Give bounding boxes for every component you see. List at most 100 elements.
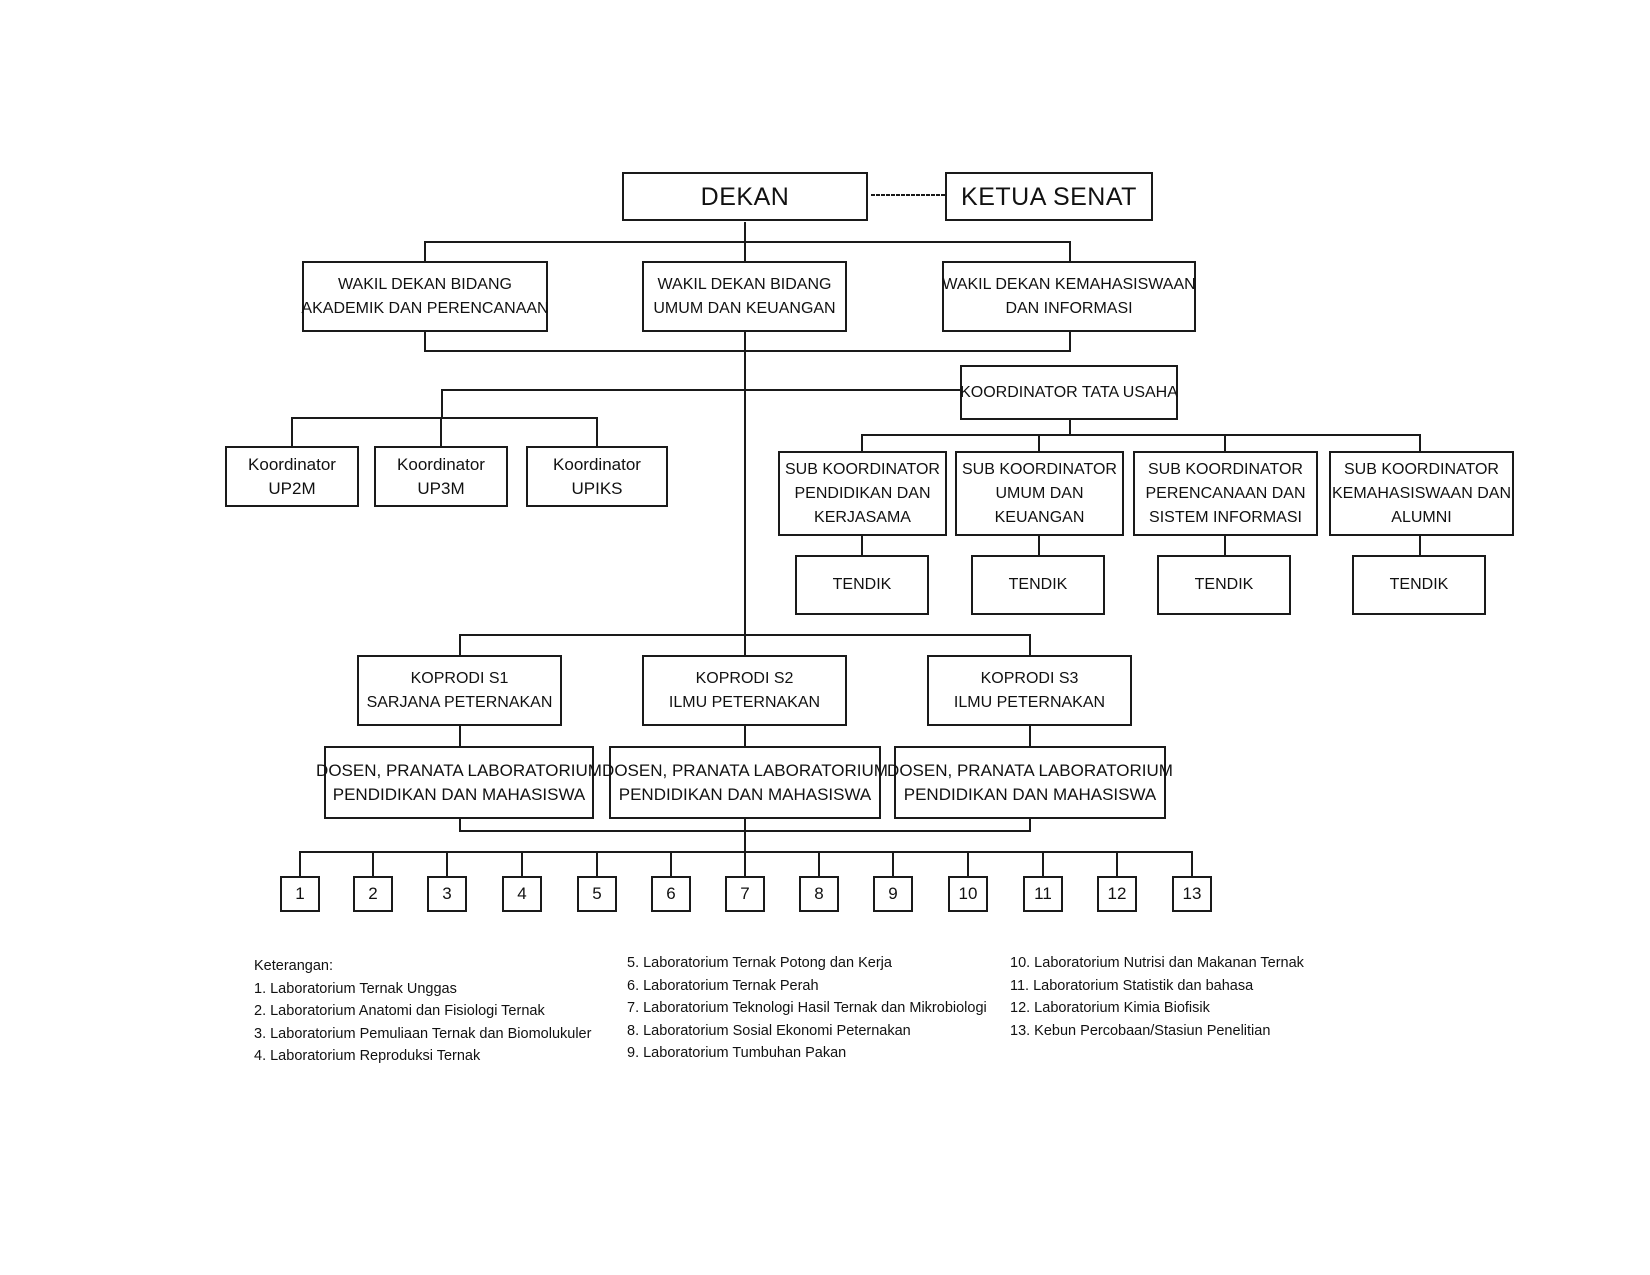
lab-box-8: 8	[799, 876, 839, 912]
sub-koordinator-line: PERENCANAAN DAN	[1145, 484, 1306, 502]
lab-box-4: 4	[502, 876, 542, 912]
koordinator-upiks-box: Koordinator UPIKS	[526, 446, 668, 507]
lab-number: 2	[368, 884, 378, 903]
koordinator-unit-line: Koordinator	[248, 454, 336, 474]
legend-item: 4. Laboratorium Reproduksi Ternak	[254, 1048, 481, 1064]
koordinator-tata-usaha-label: KOORDINATOR TATA USAHA	[960, 383, 1178, 401]
legend-item: 3. Laboratorium Pemuliaan Ternak dan Bio…	[254, 1025, 592, 1042]
legend-item: 13. Kebun Percobaan/Stasiun Penelitian	[1010, 1022, 1271, 1039]
sub-koordinator-kemahasiswaan-box: SUB KOORDINATOR KEMAHASISWAAN DAN ALUMNI	[1329, 451, 1514, 536]
koprodi-s3-box: KOPRODI S3 ILMU PETERNAKAN	[927, 655, 1132, 726]
koordinator-unit-line: Koordinator	[397, 454, 485, 474]
dekan-box: DEKAN	[622, 172, 868, 221]
koprodi-line: KOPRODI S3	[980, 669, 1079, 687]
tendik-label: TENDIK	[1194, 576, 1254, 593]
wakil-dekan-line: UMUM DAN KEUANGAN	[653, 299, 836, 317]
tendik-box-4: TENDIK	[1352, 555, 1486, 615]
ketua-senat-label: KETUA SENAT	[961, 182, 1137, 211]
lab-box-13: 13	[1172, 876, 1212, 912]
lab-box-9: 9	[873, 876, 913, 912]
dosen-line: DOSEN, PRANATA LABORATORIUM	[887, 760, 1173, 780]
legend-column-3: 10. Laboratorium Nutrisi dan Makanan Ter…	[1010, 952, 1304, 1042]
lab-box-2: 2	[353, 876, 393, 912]
lab-box-1: 1	[280, 876, 320, 912]
lab-number: 10	[958, 884, 978, 903]
legend-item: 5. Laboratorium Ternak Potong dan Kerja	[627, 955, 892, 971]
lab-number: 7	[740, 884, 750, 903]
koprodi-line: ILMU PETERNAKAN	[953, 693, 1106, 711]
dosen-s2-box: DOSEN, PRANATA LABORATORIUM PENDIDIKAN D…	[602, 746, 888, 819]
legend-item: 11. Laboratorium Statistik dan bahasa	[1010, 977, 1254, 994]
dosen-line: PENDIDIKAN DAN MAHASISWA	[332, 784, 586, 804]
dekan-label: DEKAN	[700, 182, 790, 211]
koprodi-s2-box: KOPRODI S2 ILMU PETERNAKAN	[642, 655, 847, 726]
lab-number: 12	[1107, 884, 1127, 903]
lab-number: 1	[295, 884, 305, 903]
lab-box-10: 10	[948, 876, 988, 912]
ketua-senat-box: KETUA SENAT	[945, 172, 1153, 221]
sub-koordinator-line: PENDIDIKAN DAN	[794, 484, 931, 502]
sub-koordinator-line: SUB KOORDINATOR	[962, 460, 1117, 478]
legend-column-2: 5. Laboratorium Ternak Potong dan Kerja …	[627, 952, 987, 1065]
dosen-line: PENDIDIKAN DAN MAHASISWA	[618, 784, 872, 804]
tendik-label: TENDIK	[832, 576, 892, 593]
koordinator-unit-line: Koordinator	[553, 454, 641, 474]
dosen-line: PENDIDIKAN DAN MAHASISWA	[903, 784, 1157, 804]
koordinator-up2m-box: Koordinator UP2M	[225, 446, 359, 507]
legend-title: Keterangan:	[254, 958, 334, 974]
legend-item: 1. Laboratorium Ternak Unggas	[254, 980, 457, 997]
legend-item: 7. Laboratorium Teknologi Hasil Ternak d…	[627, 1000, 987, 1016]
sub-koordinator-line: KEMAHASISWAAN DAN	[1332, 484, 1511, 502]
lab-number: 3	[442, 884, 452, 903]
tendik-label: TENDIK	[1008, 576, 1068, 593]
legend-item: 2. Laboratorium Anatomi dan Fisiologi Te…	[254, 1003, 545, 1019]
tendik-box-3: TENDIK	[1157, 555, 1291, 615]
dosen-line: DOSEN, PRANATA LABORATORIUM	[316, 760, 602, 780]
lab-number: 6	[666, 884, 676, 903]
koprodi-line: KOPRODI S2	[695, 669, 794, 687]
lab-number: 4	[517, 884, 527, 903]
wakil-dekan-line: DAN INFORMASI	[1005, 299, 1133, 317]
koprodi-line: ILMU PETERNAKAN	[668, 693, 821, 711]
lab-box-11: 11	[1023, 876, 1063, 912]
koordinator-unit-line: UP2M	[268, 478, 316, 498]
lab-number: 5	[592, 884, 602, 903]
sub-koordinator-perencanaan-box: SUB KOORDINATOR PERENCANAAN DAN SISTEM I…	[1133, 451, 1318, 536]
sub-koordinator-line: SUB KOORDINATOR	[785, 460, 940, 478]
wakil-dekan-kemahasiswaan-box: WAKIL DEKAN KEMAHASISWAAN DAN INFORMASI	[942, 261, 1196, 332]
lab-box-5: 5	[577, 876, 617, 912]
legend-item: 8. Laboratorium Sosial Ekonomi Peternaka…	[627, 1022, 911, 1039]
koprodi-line: KOPRODI S1	[410, 669, 509, 687]
koordinator-up3m-box: Koordinator UP3M	[374, 446, 508, 507]
sub-koordinator-line: SISTEM INFORMASI	[1149, 508, 1302, 526]
wakil-dekan-line: AKADEMIK DAN PERENCANAAN	[301, 299, 549, 317]
legend-item: 10. Laboratorium Nutrisi dan Makanan Ter…	[1010, 955, 1304, 971]
legend-item: 9. Laboratorium Tumbuhan Pakan	[627, 1045, 847, 1061]
lab-box-7: 7	[725, 876, 765, 912]
sub-koordinator-line: SUB KOORDINATOR	[1344, 460, 1499, 478]
lab-number: 11	[1034, 884, 1052, 903]
lab-number: 9	[888, 884, 898, 903]
legend-item: 12. Laboratorium Kimia Biofisik	[1010, 1000, 1210, 1016]
koordinator-unit-line: UPIKS	[571, 478, 623, 498]
tendik-box-2: TENDIK	[971, 555, 1105, 615]
koordinator-tata-usaha-box: KOORDINATOR TATA USAHA	[960, 365, 1178, 420]
dosen-s1-box: DOSEN, PRANATA LABORATORIUM PENDIDIKAN D…	[316, 746, 602, 819]
wakil-dekan-line: WAKIL DEKAN BIDANG	[657, 275, 832, 293]
tendik-box-1: TENDIK	[795, 555, 929, 615]
sub-koordinator-line: KEUANGAN	[994, 508, 1085, 526]
lab-number: 8	[814, 884, 824, 903]
sub-koordinator-line: KERJASAMA	[814, 508, 911, 526]
legend-item: 6. Laboratorium Ternak Perah	[627, 977, 819, 994]
lab-box-12: 12	[1097, 876, 1137, 912]
sub-koordinator-line: SUB KOORDINATOR	[1148, 460, 1303, 478]
wakil-dekan-akademik-box: WAKIL DEKAN BIDANG AKADEMIK DAN PERENCAN…	[301, 261, 549, 332]
wakil-dekan-umum-box: WAKIL DEKAN BIDANG UMUM DAN KEUANGAN	[642, 261, 847, 332]
lab-number: 13	[1182, 884, 1202, 903]
koordinator-unit-line: UP3M	[417, 478, 465, 498]
dosen-line: DOSEN, PRANATA LABORATORIUM	[602, 760, 888, 780]
dosen-s3-box: DOSEN, PRANATA LABORATORIUM PENDIDIKAN D…	[887, 746, 1173, 819]
koprodi-s1-box: KOPRODI S1 SARJANA PETERNAKAN	[357, 655, 562, 726]
